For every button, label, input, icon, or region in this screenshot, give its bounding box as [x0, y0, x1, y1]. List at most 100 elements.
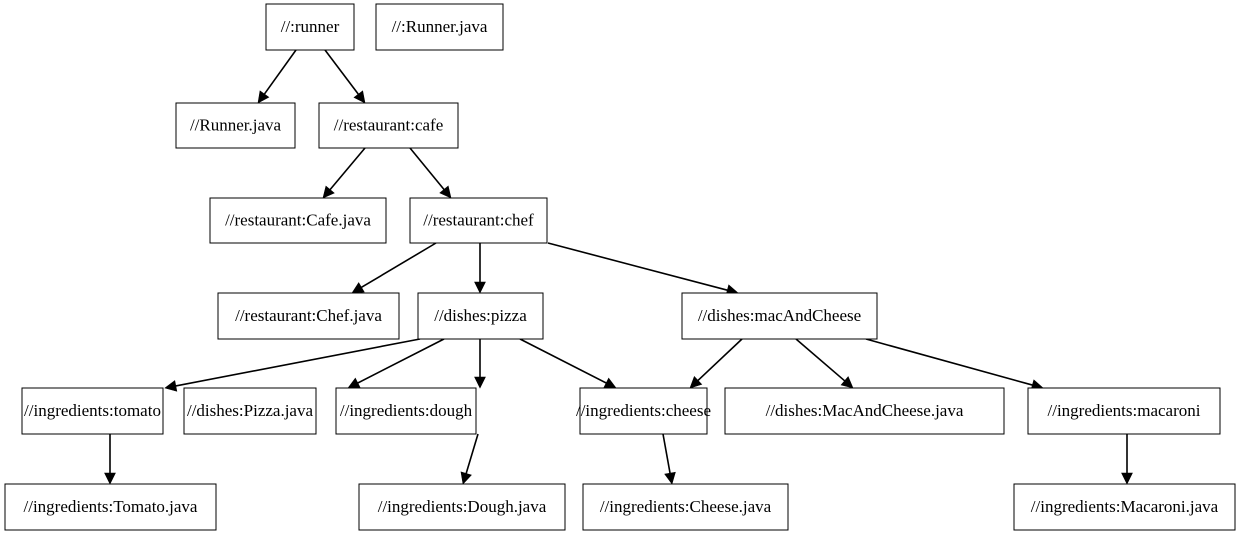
graph-edge: [547, 242, 739, 296]
graph-node-dishes-mac[interactable]: //dishes:macAndCheese: [681, 292, 878, 340]
node-box[interactable]: [358, 483, 566, 531]
node-label: //restaurant:Chef.java: [235, 306, 382, 325]
graph-edge: [347, 338, 445, 389]
edge-shaft: [357, 338, 445, 384]
graph-edge: [351, 242, 437, 294]
graph-edge: [1121, 434, 1133, 485]
graph-node-pizza-java[interactable]: //dishes:Pizza.java: [183, 387, 317, 435]
graph-node-ing-macaroni[interactable]: //ingredients:macaroni: [1027, 387, 1221, 435]
arrowhead-icon: [439, 185, 452, 199]
graph-node-tomato-java[interactable]: //ingredients:Tomato.java: [4, 483, 217, 531]
arrowhead-icon: [257, 90, 270, 104]
node-label: //:Runner.java: [392, 17, 488, 36]
node-label: //ingredients:tomato: [24, 401, 161, 420]
graph-node-ing-dough[interactable]: //ingredients:dough: [335, 387, 477, 435]
node-label: //dishes:macAndCheese: [698, 306, 861, 325]
edge-shaft: [175, 338, 421, 387]
edge-shaft: [409, 147, 445, 191]
node-label: //ingredients:Macaroni.java: [1031, 497, 1219, 516]
edge-shaft: [697, 338, 743, 382]
arrowhead-icon: [840, 376, 854, 389]
node-box[interactable]: [335, 387, 477, 435]
node-box[interactable]: [175, 102, 296, 149]
graph-edge: [324, 49, 366, 104]
graph-edge: [662, 433, 676, 485]
edge-shaft: [329, 147, 366, 191]
node-label: //:runner: [281, 17, 340, 36]
node-box[interactable]: [375, 3, 504, 51]
node-box[interactable]: [183, 387, 317, 435]
graph-node-runner-java[interactable]: //Runner.java: [175, 102, 296, 149]
edge-shaft: [465, 433, 479, 474]
arrowhead-icon: [474, 281, 486, 294]
graph-node-macaroni-java[interactable]: //ingredients:Macaroni.java: [1013, 483, 1236, 531]
graph-edge: [164, 338, 421, 392]
graph-edge: [409, 147, 452, 199]
edge-shaft: [662, 433, 671, 474]
node-label: //restaurant:cafe: [334, 115, 444, 134]
node-box[interactable]: [579, 387, 708, 435]
graph-edge: [257, 49, 297, 104]
graph-edge: [474, 339, 486, 389]
node-label: //ingredients:Cheese.java: [600, 497, 772, 516]
node-label: //dishes:pizza: [434, 306, 527, 325]
node-box[interactable]: [681, 292, 878, 340]
graph-node-restaurant-chef[interactable]: //restaurant:chef: [409, 197, 548, 244]
node-box[interactable]: [265, 3, 355, 51]
graph-edge: [795, 338, 854, 389]
edge-shaft: [795, 338, 846, 382]
node-box[interactable]: [1013, 483, 1236, 531]
node-label: //restaurant:Cafe.java: [225, 210, 371, 229]
arrowhead-icon: [104, 472, 116, 485]
node-box[interactable]: [417, 292, 544, 340]
node-box[interactable]: [582, 483, 789, 531]
node-box[interactable]: [209, 197, 387, 244]
edge-layer: [104, 49, 1133, 485]
graph-node-ing-cheese[interactable]: //ingredients:cheese: [576, 387, 711, 435]
node-box[interactable]: [318, 102, 459, 149]
arrowhead-icon: [351, 282, 365, 294]
arrowhead-icon: [322, 185, 335, 199]
node-label: //ingredients:cheese: [576, 401, 711, 420]
node-label: //ingredients:Tomato.java: [24, 497, 198, 516]
graph-node-mac-java[interactable]: //dishes:MacAndCheese.java: [724, 387, 1005, 435]
graph-edge: [474, 243, 486, 294]
arrowhead-icon: [353, 90, 366, 104]
edge-shaft: [547, 242, 728, 291]
arrowhead-icon: [164, 380, 178, 392]
graph-node-restaurant-cafe[interactable]: //restaurant:cafe: [318, 102, 459, 149]
graph-edge: [689, 338, 743, 389]
node-box[interactable]: [724, 387, 1005, 435]
node-label: //ingredients:macaroni: [1048, 401, 1201, 420]
node-label: //restaurant:chef: [423, 210, 534, 229]
node-box[interactable]: [217, 292, 400, 340]
node-label: //dishes:Pizza.java: [187, 401, 314, 420]
graph-node-ing-tomato[interactable]: //ingredients:tomato: [21, 387, 164, 435]
node-layer: //:runner //:Runner.java //Runner.java //re…: [4, 3, 1236, 531]
node-box[interactable]: [4, 483, 217, 531]
graph-node-cheese-java[interactable]: //ingredients:Cheese.java: [582, 483, 789, 531]
arrowhead-icon: [460, 471, 472, 485]
graph-node-runner-java-root[interactable]: //:Runner.java: [375, 3, 504, 51]
graph-node-runner[interactable]: //:runner: [265, 3, 355, 51]
arrowhead-icon: [1121, 472, 1133, 485]
graph-node-dough-java[interactable]: //ingredients:Dough.java: [358, 483, 566, 531]
graph-node-cafe-java[interactable]: //restaurant:Cafe.java: [209, 197, 387, 244]
arrowhead-icon: [664, 471, 676, 485]
node-label: //dishes:MacAndCheese.java: [766, 401, 964, 420]
graph-edge: [104, 434, 116, 485]
edge-shaft: [361, 242, 437, 289]
graph-node-dishes-pizza[interactable]: //dishes:pizza: [417, 292, 544, 340]
graph-edge: [460, 433, 479, 485]
node-box[interactable]: [1027, 387, 1221, 435]
node-label: //Runner.java: [190, 115, 282, 134]
graph-node-chef-java[interactable]: //restaurant:Chef.java: [217, 292, 400, 340]
edge-shaft: [324, 49, 360, 95]
node-label: //ingredients:dough: [340, 401, 473, 420]
arrowhead-icon: [689, 375, 703, 389]
node-box[interactable]: [409, 197, 548, 244]
node-box[interactable]: [21, 387, 164, 435]
graph-edge: [322, 147, 366, 199]
